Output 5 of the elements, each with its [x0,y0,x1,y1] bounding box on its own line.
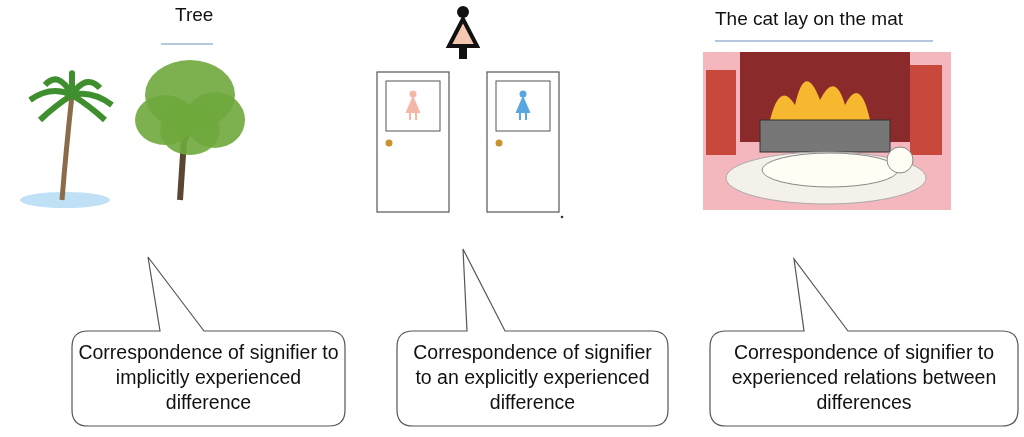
picture-title: The cat lay on the mat [715,8,903,30]
picture-title: Tree [175,4,214,26]
speech-bubble: Correspondence of signifier to implicitly experienced difference [72,256,345,427]
speech-bubble: Correspondence of signifier to experienced relations between differences [710,258,1018,427]
speech-bubble: Correspondence of signifier to an explicitly experienced difference [397,248,668,427]
